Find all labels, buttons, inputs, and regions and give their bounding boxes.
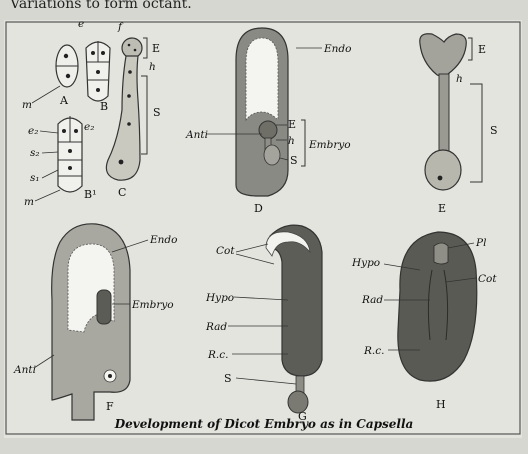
label-cot-h: Cot xyxy=(478,273,497,285)
label-endo-f: Endo xyxy=(149,234,177,246)
cell-dot xyxy=(438,176,443,181)
label-endo-d: Endo xyxy=(323,43,351,55)
figure-caption: Development of Dicot Embryo as in Capsel… xyxy=(114,417,414,431)
label-s1: s₁ xyxy=(30,172,40,184)
basal-cell xyxy=(264,145,280,165)
cell-dot xyxy=(108,374,112,378)
label-anti-f: Anti xyxy=(13,364,36,376)
label-E-d: E xyxy=(288,118,296,131)
embryo-f xyxy=(97,290,111,324)
label-h-c: h xyxy=(149,61,156,73)
cell-dot xyxy=(127,94,131,98)
nucleus xyxy=(62,129,66,133)
figure-letter-d: D xyxy=(254,202,263,215)
nucleus xyxy=(68,149,72,153)
label-rc-g: R.c. xyxy=(207,349,228,361)
label-pl-h: Pl xyxy=(475,237,486,249)
cell-dot xyxy=(134,49,137,52)
label-e: e xyxy=(78,18,84,30)
figure-letter-b: B xyxy=(100,100,108,113)
label-e2-right: e₂ xyxy=(84,121,94,133)
label-E-c: E xyxy=(152,42,160,55)
nucleus xyxy=(64,54,68,58)
label-rad-g: Rad xyxy=(205,321,227,333)
figure-letter-e: E xyxy=(438,202,446,215)
label-embryo-f: Embryo xyxy=(131,299,174,311)
nucleus xyxy=(96,88,100,92)
top-heading-text: Variations to form octant. xyxy=(9,0,192,12)
plumule-h xyxy=(434,243,448,264)
label-h-d: h xyxy=(288,135,295,147)
label-s2: s₂ xyxy=(30,147,40,159)
label-S-c: S xyxy=(153,106,161,119)
figure-letter-h: H xyxy=(436,398,446,411)
figure-letter-a: A xyxy=(59,94,69,107)
label-S-g: S xyxy=(224,372,232,385)
cell-dot xyxy=(119,160,124,165)
nucleus xyxy=(91,51,95,55)
embryo-head-c xyxy=(122,38,142,58)
label-E-e: E xyxy=(478,43,486,56)
nucleus xyxy=(66,74,70,78)
label-m-b1: m xyxy=(24,196,34,208)
figure-letter-b1: B¹ xyxy=(84,188,97,201)
figure-letter-c: C xyxy=(118,186,126,199)
endosperm-cavity-d xyxy=(246,38,278,120)
label-anti-d: Anti xyxy=(185,129,208,141)
label-e2-left: e₂ xyxy=(28,125,38,137)
basal-cell-e xyxy=(425,150,461,190)
label-m: m xyxy=(22,99,32,111)
embryo-globular-d xyxy=(259,121,277,139)
label-rc-h: R.c. xyxy=(363,345,384,357)
label-S-e: S xyxy=(490,124,498,137)
nucleus xyxy=(74,129,78,133)
label-h-e: h xyxy=(456,73,463,85)
nucleus xyxy=(68,166,72,170)
label-hypo-h: Hypo xyxy=(351,257,380,269)
cell-dot xyxy=(128,44,131,47)
cell-dot xyxy=(128,70,132,74)
cell-dot xyxy=(127,122,131,126)
nucleus xyxy=(101,51,105,55)
label-cot-g: Cot xyxy=(216,245,235,257)
suspensor-e xyxy=(439,74,449,154)
label-hypo-g: Hypo xyxy=(205,292,234,304)
figure-letter-f: F xyxy=(106,400,114,413)
label-rad-h: Rad xyxy=(361,294,383,306)
label-embryo-d: Embryo xyxy=(308,139,351,151)
label-S-d: S xyxy=(290,154,298,167)
nucleus xyxy=(96,70,100,74)
